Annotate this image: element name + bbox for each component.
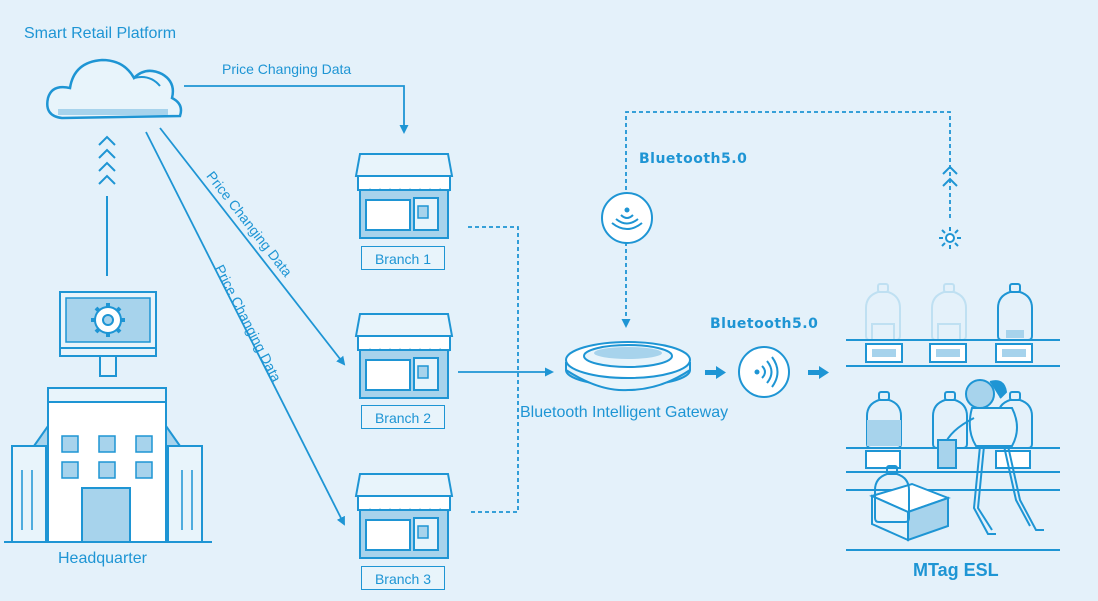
esl-shelf-scene (846, 283, 1060, 551)
light-burst-icon (939, 227, 961, 249)
wifi-signal-icon (601, 192, 653, 244)
edge-to-branch-1 (184, 85, 409, 134)
wireless-signal-icon (738, 346, 790, 398)
platform-title: Smart Retail Platform (24, 25, 177, 42)
edge-label-branch-1: Price Changing Data (222, 61, 352, 77)
edge-to-branch-3 (145, 131, 345, 526)
signal-chevrons-icon (942, 165, 958, 187)
esl-label: MTag ESL (913, 560, 999, 580)
gateway-label: Bluetooth Intelligent Gateway (520, 404, 729, 421)
branch-3-store-icon (355, 473, 453, 559)
bluetooth-loop-line (621, 111, 951, 328)
branch-2-store-icon (355, 313, 453, 399)
bluetooth-top-label: Bluetooth5.0 (639, 151, 748, 167)
branch-2-label: Branch 2 (361, 405, 445, 429)
gear-icon (91, 303, 125, 337)
headquarter-label: Headquarter (58, 550, 147, 567)
branch-gateway-connectors (458, 226, 554, 513)
bluetooth-right-label: Bluetooth5.0 (710, 316, 819, 332)
cloud-icon (46, 58, 183, 120)
flow-arrow-icon (705, 366, 726, 379)
edge-to-branch-2 (159, 127, 346, 366)
gateway-device-icon (565, 341, 691, 392)
branch-3-label: Branch 3 (361, 566, 445, 590)
upload-chevrons-icon (98, 135, 116, 185)
headquarter-building-icon (4, 387, 212, 543)
branch-1-store-icon (355, 153, 453, 239)
flow-arrow-icon (808, 366, 829, 379)
branch-1-label: Branch 1 (361, 246, 445, 270)
